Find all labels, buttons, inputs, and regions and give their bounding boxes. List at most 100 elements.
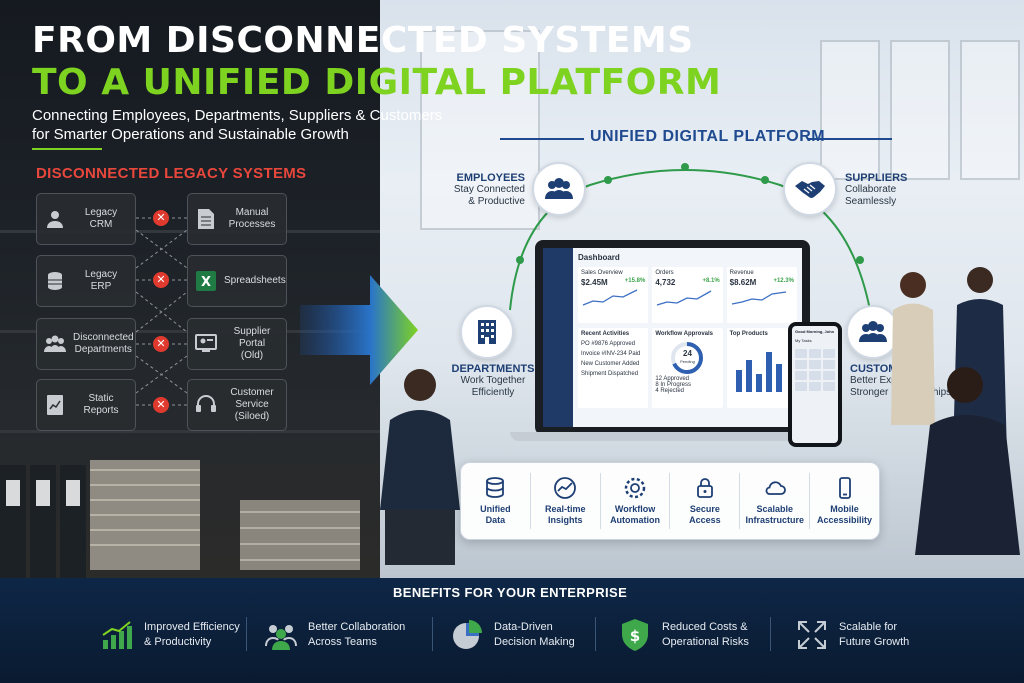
benefit-text: Better Collaboration xyxy=(308,621,406,633)
window-pane xyxy=(420,30,540,230)
benefits-footer xyxy=(0,578,1024,683)
benefit-reduced-costs: $ Reduced Costs &Operational Risks xyxy=(618,610,749,660)
pie-chart-icon xyxy=(450,618,484,652)
growth-chart-icon xyxy=(100,618,134,652)
person-icon xyxy=(43,207,67,231)
shield-dollar-icon: $ xyxy=(618,618,652,652)
benefit-text: Scalable for xyxy=(839,621,898,633)
spreadsheets-box: X Spreadsheets xyxy=(187,255,287,307)
subtitle: Connecting Employees, Departments, Suppl… xyxy=(32,106,452,144)
benefit-divider xyxy=(770,617,771,651)
activity-item: New Customer Added xyxy=(581,361,640,367)
kpi-change: +8.1% xyxy=(702,278,720,284)
benefit-divider xyxy=(595,617,596,651)
kpi-change: +12.3% xyxy=(773,278,794,284)
excel-icon: X xyxy=(194,269,218,293)
benefit-text: Across Teams xyxy=(308,636,377,648)
legacy-box-label: Customer Service(Siloed) xyxy=(230,387,274,422)
kpi-card: Orders 4,732+8.1% xyxy=(652,267,723,323)
benefit-text: Reduced Costs & xyxy=(662,621,748,633)
headline-line-2: TO A UNIFIED DIGITAL PLATFORM xyxy=(32,62,722,103)
broken-link-icon: ✕ xyxy=(153,397,169,413)
kpi-value: 4,732 xyxy=(655,278,676,287)
document-icon xyxy=(194,207,218,231)
group-icon xyxy=(43,332,67,356)
employees-node-icon xyxy=(532,162,586,216)
kpi-card: Revenue $8.62M+12.3% xyxy=(726,267,797,323)
report-icon xyxy=(43,393,67,417)
approval-item: 8 In Progress xyxy=(655,382,692,388)
database-icon xyxy=(486,477,505,498)
legacy-box-label: Supplier Portal(Old) xyxy=(233,326,271,361)
panel-title: Top Products xyxy=(729,331,768,337)
phone-greeting: Good Morning, John xyxy=(795,329,835,334)
platform-title-rule xyxy=(808,138,892,140)
svg-text:$: $ xyxy=(630,627,640,645)
customers-node-icon xyxy=(846,305,900,359)
insights-icon xyxy=(554,477,577,499)
approvals-sub: Pending xyxy=(680,359,695,364)
transition-arrow-icon xyxy=(300,275,418,385)
laptop-dashboard: Dashboard Sales Overview $2.45M+15.8% Or… xyxy=(535,240,810,435)
benefit-divider xyxy=(432,617,433,651)
mobile-icon xyxy=(838,477,851,499)
subtitle-underline xyxy=(32,148,102,150)
supplier-portal-box: Supplier Portal(Old) xyxy=(187,318,287,370)
gear-icon xyxy=(624,477,646,499)
legacy-box-label: Spreadsheets xyxy=(224,275,286,286)
departments-node-icon xyxy=(460,305,514,359)
database-icon xyxy=(43,269,67,293)
employee-woman-image xyxy=(915,367,1020,555)
lock-icon xyxy=(696,478,713,498)
activity-item: Shipment Dispatched xyxy=(581,371,639,377)
shelf-line xyxy=(0,430,380,433)
phone-screen: Good Morning, John My Tasks xyxy=(792,326,838,443)
sparkline xyxy=(657,290,712,306)
benefit-text: Future Growth xyxy=(839,636,910,648)
suppliers-node-icon xyxy=(783,162,837,216)
workflow-approvals-panel: Workflow Approvals 24 Pending 12 Approve… xyxy=(652,328,723,408)
broken-link-icon: ✕ xyxy=(153,336,169,352)
approvals-donut xyxy=(671,342,704,374)
laptop-base xyxy=(510,432,835,441)
platform-title-rule xyxy=(500,138,584,140)
panel-title: Workflow Approvals xyxy=(655,331,714,337)
cloud-icon xyxy=(765,481,786,495)
benefit-text: Data-Driven xyxy=(494,621,553,633)
benefit-text: Decision Making xyxy=(494,636,575,648)
dashboard-main: Dashboard Sales Overview $2.45M+15.8% Or… xyxy=(573,248,802,427)
platform-connection-arc xyxy=(509,163,871,311)
dashboard-screen: Dashboard Sales Overview $2.45M+15.8% Or… xyxy=(543,248,802,427)
employee-at-laptop-image xyxy=(380,369,460,565)
sparkline xyxy=(731,291,786,305)
legacy-section-title: DISCONNECTED LEGACY SYSTEMS xyxy=(36,165,307,182)
portal-icon xyxy=(194,332,218,356)
panel-title: Recent Activities xyxy=(581,331,630,337)
activity-item: PO #9876 Approved xyxy=(581,341,636,347)
svg-text:X: X xyxy=(201,275,211,290)
phone-section: My Tasks xyxy=(795,338,812,343)
benefit-text: & Productivity xyxy=(144,636,212,648)
approval-item: 4 Rejected xyxy=(655,388,685,394)
platform-title: UNIFIED DIGITAL PLATFORM xyxy=(590,128,826,145)
phone-app-grid xyxy=(795,349,835,391)
benefit-text: Improved Efficiency xyxy=(144,621,240,633)
top-products-panel: Top Products xyxy=(726,328,797,408)
customer-service-box: Customer Service(Siloed) xyxy=(187,379,287,431)
kpi-value: $8.62M xyxy=(729,278,757,287)
expand-icon xyxy=(795,618,829,652)
window-pane xyxy=(820,40,880,180)
recent-activities-panel: Recent Activities PO #9876 Approved Invo… xyxy=(578,328,649,408)
